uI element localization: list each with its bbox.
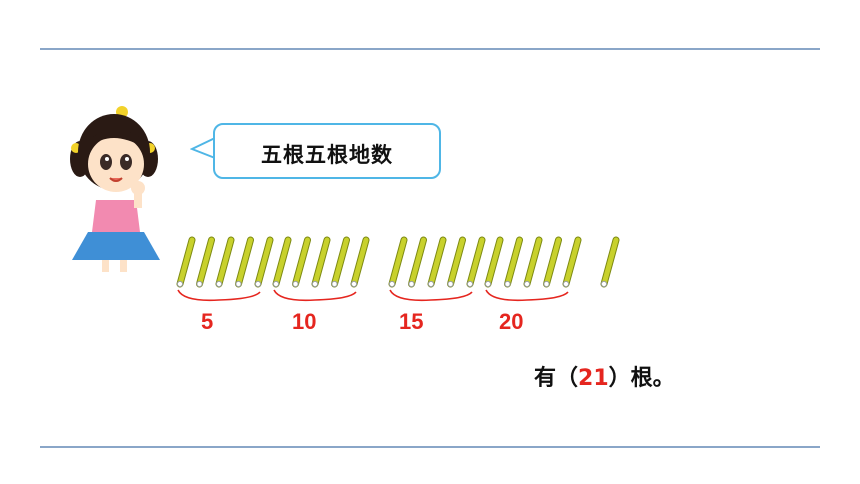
- answer-sentence: 有（21）根。: [534, 360, 675, 392]
- counting-stick: [562, 236, 582, 288]
- top-divider: [40, 48, 820, 50]
- group-brace: [389, 289, 473, 302]
- counting-stick: [272, 236, 292, 288]
- counting-stick: [331, 236, 350, 288]
- counting-stick: [447, 236, 466, 288]
- count-label-20: 20: [499, 309, 524, 334]
- count-label-15: 15: [399, 309, 424, 334]
- counting-stick: [176, 236, 196, 288]
- answer-value: 21: [578, 366, 609, 391]
- counting-stick: [388, 236, 408, 288]
- answer-suffix: ）根。: [608, 366, 675, 391]
- counting-stick: [350, 236, 370, 288]
- counting-stick: [196, 236, 215, 288]
- count-label-10: 10: [292, 309, 317, 334]
- bottom-divider: [40, 446, 820, 448]
- count-label-5: 5: [201, 309, 214, 334]
- counting-sticks: [176, 236, 620, 302]
- group-brace: [485, 289, 569, 302]
- counting-stick: [215, 236, 235, 288]
- group-brace: [273, 289, 357, 302]
- counting-stick: [504, 236, 523, 288]
- group-brace: [177, 289, 261, 302]
- counting-stick: [543, 236, 562, 288]
- counting-stick: [292, 236, 311, 288]
- counting-stick: [311, 236, 331, 288]
- counting-stick: [427, 236, 447, 288]
- speech-bubble-text: 五根五根地数: [261, 143, 393, 167]
- counting-stick: [408, 236, 427, 288]
- counting-stick: [235, 236, 254, 288]
- counting-stick: [523, 236, 543, 288]
- answer-prefix: 有（: [534, 366, 579, 391]
- counting-stick: [466, 236, 486, 288]
- extra-counting-stick: [600, 236, 620, 288]
- counting-stick: [254, 236, 274, 288]
- girl-illustration: [70, 106, 160, 272]
- speech-bubble: 五根五根地数: [213, 123, 441, 179]
- speech-bubble-tail: [190, 137, 216, 159]
- counting-stick: [484, 236, 504, 288]
